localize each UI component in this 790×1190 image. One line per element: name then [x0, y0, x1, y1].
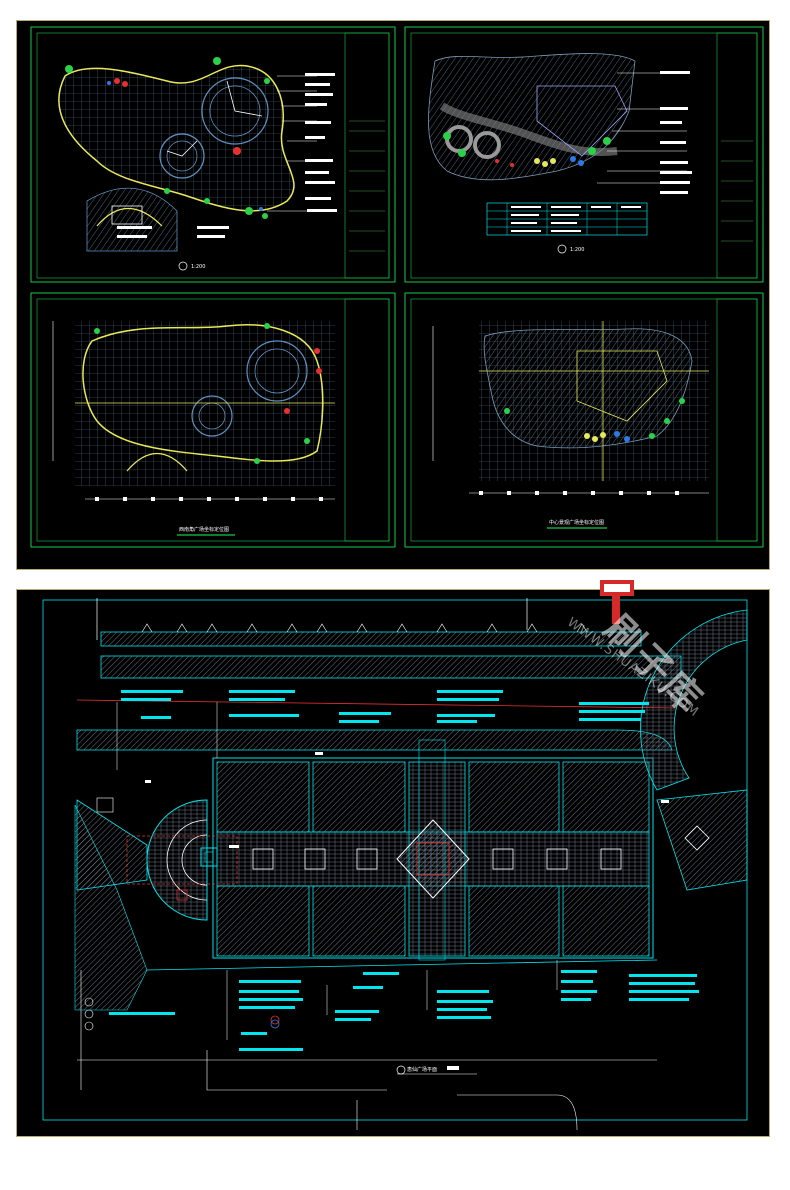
sheet-3-caption: 西南角广场坐标定位图: [179, 526, 229, 533]
sheet-1: 1:200: [30, 26, 396, 283]
sheet-1-scale: 1:200: [191, 264, 205, 270]
top-drawing-canvas: 1:200: [30, 26, 764, 548]
sheet-4: 中心景观广场坐标定位图: [404, 292, 764, 548]
sheet-2-scale: 1:200: [570, 247, 584, 253]
paint-brush-logo-icon: [600, 580, 634, 624]
plan-title-marker: [396, 1065, 406, 1075]
plant-legend-table: [486, 202, 648, 236]
sheet-3: 西南角广场坐标定位图: [30, 292, 396, 548]
central-diamond-feature: [396, 819, 470, 899]
annotation-labels: [109, 690, 699, 1051]
east-curved-pavilion: [640, 609, 748, 891]
sheet-2-scale-marker: [557, 244, 567, 254]
bottom-drawing-panel: 恵仙广场平面: [16, 589, 770, 1137]
west-semicircle-stage: [76, 799, 238, 921]
top-fence-strip: [76, 598, 682, 709]
sheet-1-scale-marker: [178, 261, 188, 271]
plaza-plan-canvas: 恵仙广场平面: [42, 598, 748, 1131]
central-plaza: [212, 739, 654, 961]
sheet-4-caption: 中心景观广场坐标定位图: [549, 519, 604, 526]
top-drawing-panel: 1:200: [16, 20, 770, 570]
plan-title: 恵仙广场平面: [407, 1066, 437, 1073]
sheet-2: 1:200: [404, 26, 764, 283]
